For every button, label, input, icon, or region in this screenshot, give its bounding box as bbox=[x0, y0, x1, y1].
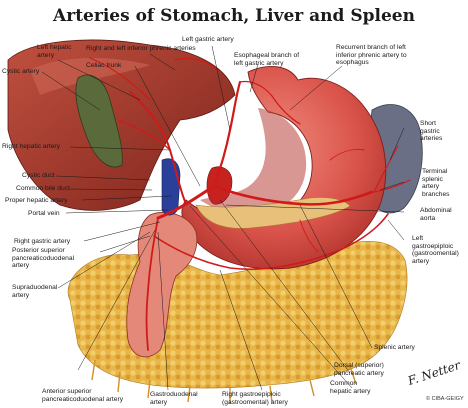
label-posterior-superior-pd: Posterior superior pancreaticoduodenal a… bbox=[12, 247, 75, 270]
portal-vein bbox=[161, 158, 181, 216]
label-left-hepatic-artery: Left hepatic artery bbox=[37, 44, 72, 59]
label-right-hepatic-artery: Right hepatic artery bbox=[2, 143, 60, 150]
stomach bbox=[181, 65, 387, 270]
label-left-gastroepiploic: Left gastroepiploic (gastroomental) arte… bbox=[412, 235, 459, 265]
label-short-gastric-arteries: Short gastric arteries bbox=[420, 120, 443, 143]
label-splenic-artery: Splenic artery bbox=[374, 344, 415, 351]
page-title: Arteries of Stomach, Liver and Spleen bbox=[53, 6, 415, 26]
label-terminal-splenic-branches: Terminal splenic artery branches bbox=[422, 168, 450, 198]
label-common-bile-duct: Common bile duct bbox=[16, 185, 70, 192]
omentum-fringe bbox=[91, 359, 357, 404]
label-left-gastric-artery: Left gastric artery bbox=[182, 36, 234, 43]
label-gastroduodenal-artery: Gastroduodenal artery bbox=[150, 391, 198, 406]
leader-lines bbox=[41, 45, 405, 391]
label-celiac-trunk: Celiac trunk bbox=[86, 62, 122, 69]
duodenum bbox=[126, 211, 198, 358]
copyright-notice: © CIBA-GEIGY bbox=[426, 396, 464, 402]
label-cystic-artery: Cystic artery bbox=[2, 68, 40, 75]
stomach-lesser-curve bbox=[200, 108, 307, 216]
label-portal-vein: Portal vein bbox=[28, 210, 60, 217]
label-supraduodenal-artery: Supraduodenal artery bbox=[12, 284, 58, 299]
label-right-gastric-artery: Right gastric artery bbox=[14, 238, 71, 245]
label-right-left-inferior-phrenic: Right and left inferior phrenic arteries bbox=[86, 45, 196, 52]
label-proper-hepatic-artery: Proper hepatic artery bbox=[5, 197, 68, 204]
gallbladder bbox=[75, 74, 123, 168]
label-dorsal-pancreatic: Dorsal (superior) pancreatic artery bbox=[334, 362, 384, 377]
label-abdominal-aorta: Abdominal aorta bbox=[420, 207, 452, 222]
label-recurrent-branch: Recurrent branch of left inferior phreni… bbox=[336, 44, 407, 67]
label-common-hepatic-artery: Common hepatic artery bbox=[330, 380, 371, 395]
abdominal-aorta-vessel bbox=[206, 166, 233, 205]
label-esophageal-branch: Esophageal branch of left gastric artery bbox=[234, 52, 300, 67]
label-anterior-superior-pd: Anterior superior pancreaticoduodenal ar… bbox=[42, 388, 124, 403]
label-right-gastroepiploic: Right gastroepiploic (gastroomental) art… bbox=[222, 391, 288, 406]
label-cystic-duct: Cystic duct bbox=[22, 172, 55, 179]
